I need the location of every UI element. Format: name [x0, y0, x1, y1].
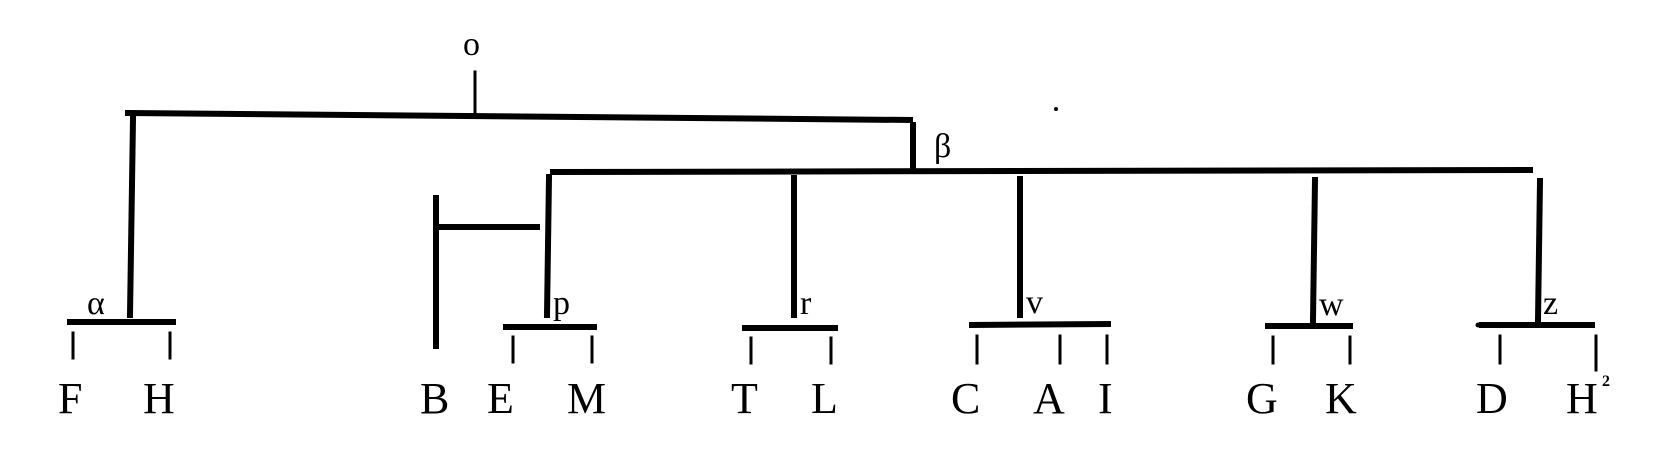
- node-label-v: v: [1026, 284, 1043, 321]
- leaf-label-H2-superscript: 2: [1602, 373, 1610, 390]
- leaf-label-C: C: [951, 374, 980, 423]
- leaf-label-H2: H: [1566, 374, 1598, 423]
- edge-beta-w: [1309, 176, 1319, 324]
- speck: [1054, 107, 1058, 111]
- edge-beta-z: [1534, 177, 1544, 324]
- leaf-label-F: F: [58, 374, 82, 423]
- speck: [1475, 322, 1481, 328]
- leaf-label-L: L: [811, 374, 838, 423]
- node-label-alpha: α: [87, 285, 105, 322]
- node-label-o: o: [463, 26, 480, 63]
- leaf-label-M: M: [567, 374, 606, 423]
- node-label-z: z: [1543, 285, 1558, 322]
- node-label-p: p: [553, 285, 570, 322]
- leaf-label-D: D: [1476, 374, 1508, 423]
- leaf-label-K: K: [1325, 374, 1357, 423]
- stemma-edges: [67, 70, 1598, 372]
- node-label-beta: β: [934, 128, 951, 165]
- node-label-r: r: [800, 285, 812, 322]
- node-label-w: w: [1319, 286, 1344, 323]
- edge-o-alpha: [126, 115, 137, 319]
- edge-o-bar: [124, 109, 914, 124]
- leaf-label-H: H: [143, 374, 175, 423]
- edge-v-bar: [968, 320, 1112, 329]
- leaf-label-E: E: [487, 374, 514, 423]
- stemma-labels: o α β p r v w z F H B E M T L C A I G K …: [58, 26, 1610, 423]
- edge-beta-bar: [549, 166, 1534, 176]
- leaf-label-I: I: [1098, 374, 1113, 423]
- leaf-label-G: G: [1246, 374, 1278, 423]
- leaf-label-B: B: [420, 374, 449, 423]
- leaf-label-T: T: [731, 374, 758, 423]
- edge-beta-p: [543, 173, 553, 319]
- leaf-label-A: A: [1033, 374, 1065, 423]
